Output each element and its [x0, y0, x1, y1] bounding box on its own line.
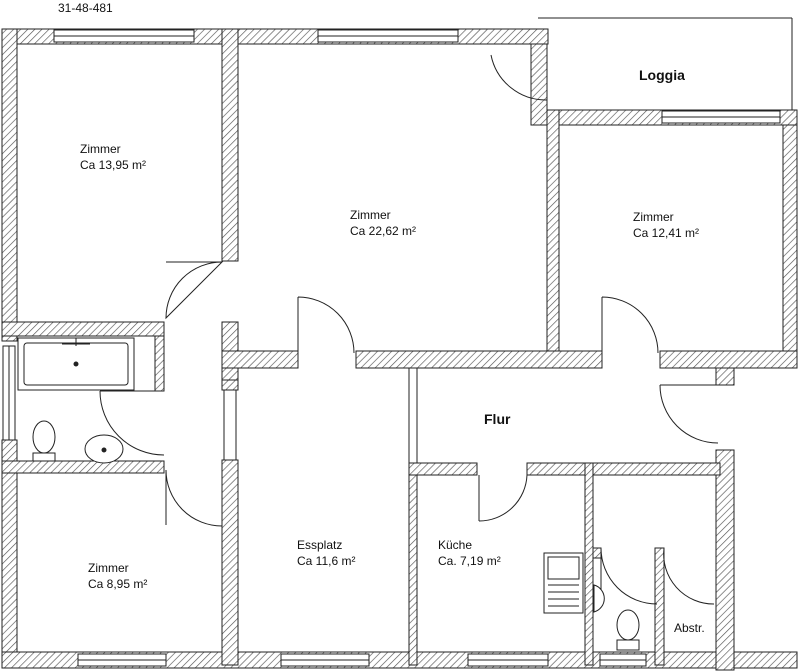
wall-hall-left2	[221, 459, 239, 666]
room-name: Zimmer	[88, 561, 129, 575]
wc-toilet	[616, 609, 640, 641]
door-wc	[600, 547, 658, 605]
opening-flur	[408, 367, 418, 464]
wall-z3-bottom	[659, 350, 798, 369]
door-z4	[165, 469, 223, 527]
door-z2	[297, 296, 355, 354]
door-kueche	[478, 474, 528, 522]
wall-z2-bottom-a	[221, 350, 299, 369]
wall-wc-top	[592, 547, 602, 559]
wall-wc-abstr	[654, 547, 665, 666]
room-kueche: Küche Ca. 7,19 m²	[438, 537, 501, 569]
door-bath	[99, 390, 165, 456]
wall-z2-z3	[546, 109, 560, 369]
bath-toilet	[32, 420, 56, 454]
room-name: Zimmer	[350, 208, 391, 222]
room-area: Ca 11,6 m²	[297, 554, 356, 568]
room-area: Ca 12,41 m²	[633, 226, 700, 240]
room-zimmer2: Zimmer Ca 22,62 m²	[350, 207, 416, 239]
wall-z1-bottom	[1, 321, 165, 337]
room-name: Essplatz	[297, 538, 343, 552]
room-loggia: Loggia	[639, 67, 685, 83]
wall-flur-bottom-a	[408, 462, 478, 476]
wall-right-flur	[715, 449, 735, 671]
room-name: Zimmer	[80, 142, 121, 156]
wall-left-upper	[1, 28, 18, 342]
room-area: Ca 13,95 m²	[80, 158, 147, 172]
wall-left-lower	[1, 439, 18, 669]
room-flur: Flur	[484, 411, 511, 427]
opening-hall	[223, 389, 237, 461]
wc-washbasin	[593, 584, 605, 613]
wall-kueche-wc	[584, 462, 594, 666]
wall-bath-bottom	[1, 460, 165, 474]
windows	[2, 29, 781, 667]
wall-hall-left	[221, 379, 239, 391]
wall-loggia-left	[530, 43, 548, 126]
door-entry	[659, 384, 719, 444]
door-abstr	[663, 547, 715, 605]
room-essplatz: Essplatz Ca 11,6 m²	[297, 537, 355, 569]
door-loggia	[490, 44, 548, 101]
wall-bottom	[1, 651, 798, 669]
room-area: Ca 22,62 m²	[350, 224, 417, 238]
wall-z2-bottom-b	[355, 350, 603, 369]
room-zimmer3: Zimmer Ca 12,41 m²	[633, 209, 699, 241]
room-name: Küche	[438, 538, 473, 552]
room-zimmer1: Zimmer Ca 13,95 m²	[80, 141, 146, 173]
wall-ess-kueche	[408, 459, 418, 666]
fixtures	[17, 337, 640, 651]
room-area: Ca. 7,19 m²	[438, 554, 501, 568]
room-area: Ca 8,95 m²	[88, 577, 148, 591]
room-zimmer4: Zimmer Ca 8,95 m²	[88, 560, 147, 592]
wall-right-upper	[782, 109, 798, 369]
door-z1	[165, 261, 224, 320]
door-z3	[601, 296, 659, 354]
room-name: Zimmer	[633, 210, 674, 224]
wall-bath-right	[154, 335, 165, 392]
loggia-outline	[538, 17, 793, 110]
room-abstr: Abstr.	[674, 621, 705, 635]
wall-flur-bottom-b	[526, 462, 721, 476]
doors	[99, 44, 719, 605]
plan-code: 31-48-481	[58, 1, 113, 15]
wall-z1-z2	[221, 28, 239, 262]
